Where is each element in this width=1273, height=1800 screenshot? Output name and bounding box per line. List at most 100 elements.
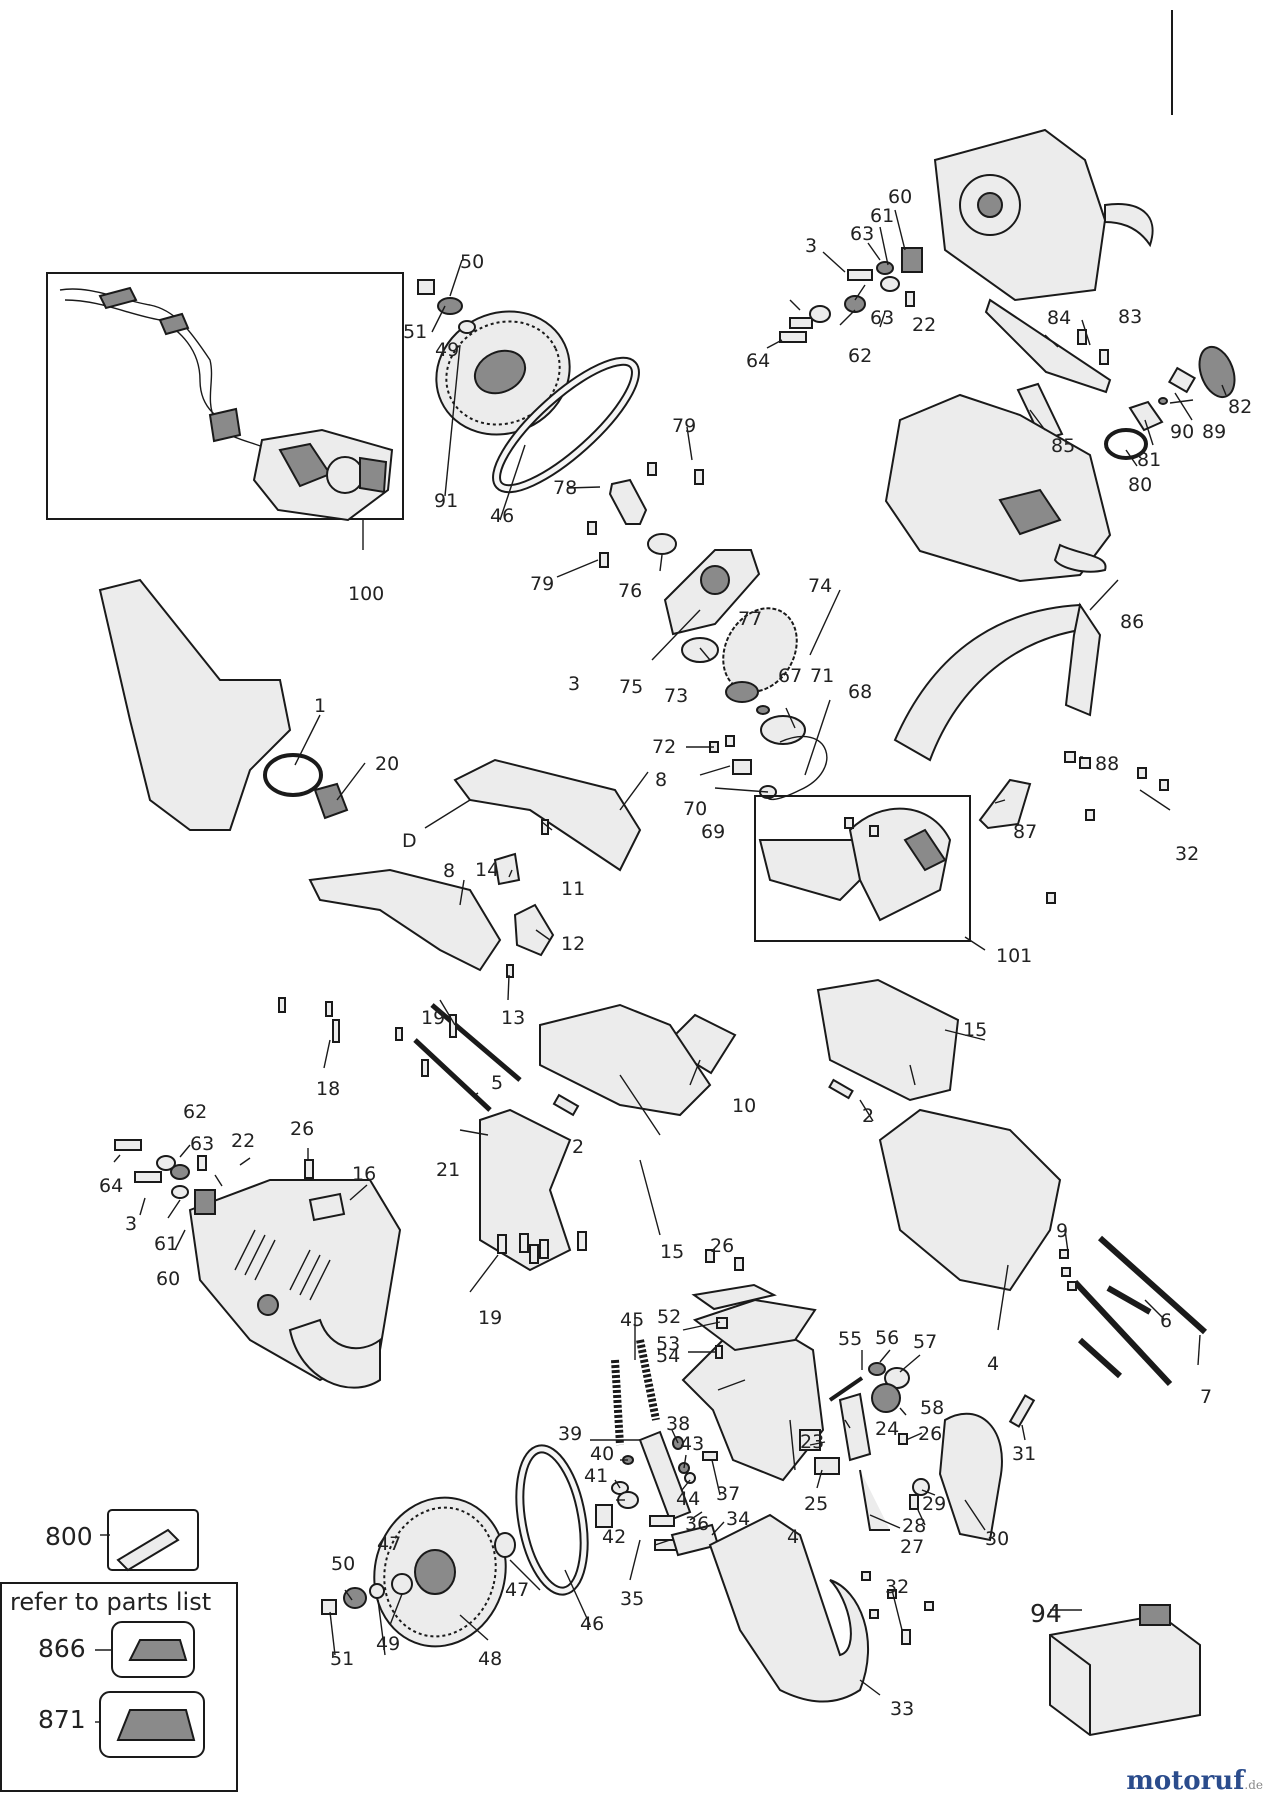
screw-55: [828, 1376, 864, 1402]
label-82: 82: [1228, 396, 1252, 418]
gear-82: [1198, 345, 1236, 399]
label-50-top: 50: [460, 251, 484, 273]
rod-6: [1106, 1285, 1152, 1315]
watermark-logo: motoruf.de: [1126, 1766, 1263, 1796]
left-housing-1: [98, 578, 292, 831]
washer-71: [760, 715, 806, 745]
label-6: 6: [1160, 1310, 1172, 1332]
label-2-center: 2: [572, 1136, 584, 1158]
label-86: 86: [1120, 611, 1144, 633]
label-25: 25: [804, 1493, 828, 1515]
hex-key-27: [859, 1469, 890, 1531]
label-7: 7: [1200, 1386, 1212, 1408]
label-51-bottom: 51: [330, 1648, 354, 1670]
label-3-center: 3: [568, 673, 580, 695]
washer-50b: [343, 1587, 367, 1609]
label-8-upper: 8: [655, 769, 667, 791]
pin-2: [552, 1093, 580, 1117]
pin-2-right: [828, 1078, 854, 1100]
rod-6b: [1077, 1337, 1123, 1379]
lower-pulley-48: [373, 1496, 507, 1648]
label-26-right: 26: [918, 1423, 942, 1445]
label-85: 85: [1051, 435, 1075, 457]
label-83: 83: [1118, 306, 1142, 328]
screw-72b: [725, 735, 735, 747]
screws-9: [1059, 1249, 1077, 1291]
label-60-top: 60: [888, 186, 912, 208]
label-76: 76: [618, 580, 642, 602]
label-14: 14: [475, 859, 499, 881]
oring-1: [263, 753, 323, 797]
upper-guard-86: [893, 603, 1081, 762]
label-72: 72: [652, 736, 676, 758]
label-24: 24: [875, 1418, 899, 1440]
label-800: 800: [45, 1522, 93, 1551]
label-40: 40: [590, 1443, 614, 1465]
gearbox-cover-hub: [700, 565, 730, 595]
label-62-top: 62: [848, 345, 872, 367]
rod-5: [413, 1038, 492, 1112]
drive-belt-46-top: [492, 356, 640, 494]
label-4-center: 4: [787, 1526, 799, 1548]
label-2-right: 2: [862, 1105, 874, 1127]
label-D: D: [402, 830, 417, 852]
rod-7b: [1072, 1279, 1173, 1387]
pinion-73: [725, 681, 759, 703]
label-64-left: 64: [99, 1175, 123, 1197]
label-54: 54: [656, 1345, 680, 1367]
lower-handle-8: [308, 868, 502, 972]
label-3-left: 3: [125, 1213, 137, 1235]
label-63-top-a: 63: [850, 223, 874, 245]
watermark-text: motoruf: [1126, 1766, 1245, 1796]
label-11: 11: [561, 878, 585, 900]
spring-45b: [636, 1339, 660, 1421]
label-46-top: 46: [490, 505, 514, 527]
label-20: 20: [375, 753, 399, 775]
ref-label-866: 866: [38, 1634, 86, 1663]
screws-88: [1046, 751, 1169, 904]
label-16: 16: [352, 1163, 376, 1185]
base-small-parts: [114, 1139, 346, 1222]
band-68: [766, 735, 828, 801]
label-70: 70: [683, 798, 707, 820]
label-79-top: 79: [672, 415, 696, 437]
label-5: 5: [491, 1072, 503, 1094]
screw-83a: [1077, 329, 1087, 345]
label-90: 90: [1170, 421, 1194, 443]
parts-list-reference-box: [0, 1582, 238, 1792]
accessory-800-box: [107, 1509, 199, 1571]
label-19-lower: 19: [478, 1307, 502, 1329]
label-39: 39: [558, 1423, 582, 1445]
pins-18: [278, 997, 429, 1077]
guard-end-86: [1064, 602, 1102, 717]
spring-45a: [611, 1359, 624, 1446]
knob-58: [871, 1383, 901, 1413]
bearing-76: [647, 533, 677, 555]
label-60-left: 60: [156, 1268, 180, 1290]
label-28: 28: [902, 1515, 926, 1537]
large-pulley-91: [435, 310, 571, 436]
label-63-left: 63: [190, 1133, 214, 1155]
screw-83b: [1099, 349, 1109, 365]
battery-871-frame: [99, 1691, 205, 1758]
label-62-left: 62: [183, 1101, 207, 1123]
label-67: 67: [778, 665, 802, 687]
label-94: 94: [1030, 1599, 1062, 1628]
label-46-bottom: 46: [580, 1613, 604, 1635]
gear-housing-right: [884, 393, 1112, 583]
label-37: 37: [716, 1483, 740, 1505]
pin-13: [506, 964, 514, 978]
clip-14: [493, 852, 521, 886]
bracket-12: [513, 903, 555, 957]
screw-26b: [898, 1433, 908, 1445]
screw-31: [1008, 1394, 1036, 1428]
label-27: 27: [900, 1536, 924, 1558]
label-71: 71: [810, 665, 834, 687]
label-26-left: 26: [290, 1118, 314, 1140]
battery-871: [116, 1709, 196, 1741]
label-13: 13: [501, 1007, 525, 1029]
label-91: 91: [434, 490, 458, 512]
label-101: 101: [996, 945, 1032, 967]
washer-50: [437, 297, 463, 315]
label-23: 23: [800, 1431, 824, 1453]
